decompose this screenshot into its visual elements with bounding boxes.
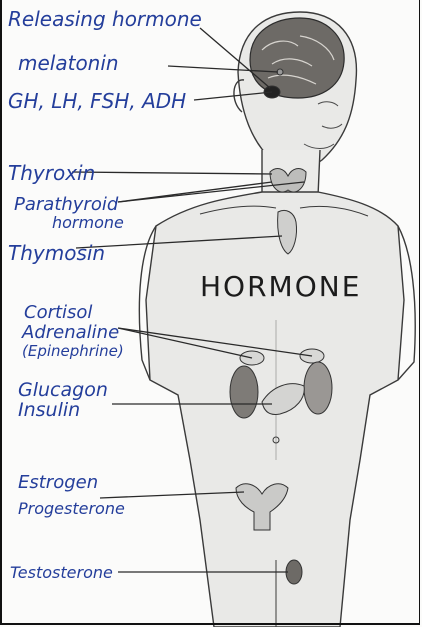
diagram-page: Releasing hormone melatonin GH, LH, FSH,… (0, 0, 422, 627)
page-frame (0, 0, 420, 625)
